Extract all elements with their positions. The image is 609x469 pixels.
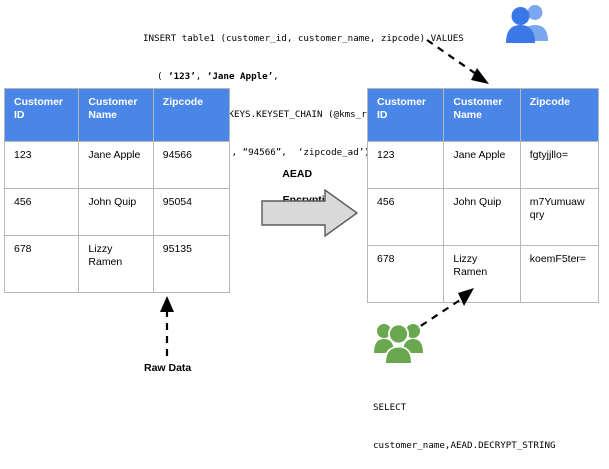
column-header-customer-id-line2: ID	[377, 109, 388, 121]
cell-customer-name-line1: Lizzy	[453, 253, 478, 265]
cell-zipcode: 94566	[152, 141, 231, 189]
arrow-insert-to-encrypted-table	[425, 38, 495, 95]
arrow-raw-data-to-table	[155, 296, 179, 363]
column-header-customer-name-line1: Customer	[453, 96, 503, 108]
column-header-customer-name-line2: Name	[453, 109, 482, 121]
insert-sql-line-2-separator: ,	[195, 70, 207, 82]
transform-label-line1: AEAD	[282, 168, 313, 180]
cell-customer-name-line2: Ramen	[453, 266, 488, 278]
select-sql-statement: SELECT customer_name,AEAD.DECRYPT_STRING…	[373, 377, 556, 469]
column-header-zipcode: Zipcode	[152, 88, 231, 142]
column-header-customer-id-line2: ID	[14, 109, 25, 121]
column-header-customer-id-line1: Customer	[14, 96, 64, 108]
cell-customer-id: 123	[3, 141, 80, 189]
table-row: 456 John Quip 95054	[3, 188, 231, 236]
cell-customer-id: 456	[366, 188, 445, 246]
people-group-icon-blue	[505, 2, 549, 49]
insert-sql-literal-customer-id: ‘123’	[168, 70, 196, 82]
column-header-customer-id-line1: Customer	[377, 96, 427, 108]
cell-customer-id: 456	[3, 188, 80, 236]
cell-customer-name: Jane Apple	[443, 141, 521, 189]
cell-zipcode: 95054	[152, 188, 231, 236]
select-sql-line-2: customer_name,AEAD.DECRYPT_STRING	[373, 439, 556, 451]
cell-zipcode-encrypted-line2: qry	[529, 209, 545, 221]
cell-customer-name: Jane Apple	[78, 141, 154, 189]
cell-customer-id: 678	[3, 235, 80, 293]
select-sql-line-1: SELECT	[373, 402, 407, 414]
cell-customer-name-line1: Lizzy	[88, 243, 113, 255]
column-header-zipcode: Zipcode	[519, 88, 600, 142]
raw-data-label: Raw Data	[144, 362, 192, 374]
arrow-select-to-encrypted-table	[408, 288, 480, 341]
table-row: 123 Jane Apple 94566	[3, 141, 231, 189]
insert-sql-line-1: INSERT table1 (customer_id, customer_nam…	[143, 33, 464, 45]
cell-customer-id: 123	[366, 141, 445, 189]
cell-zipcode-encrypted: fgtyjjllo=	[519, 141, 600, 189]
insert-sql-line-2: ( ‘123’, ‘Jane Apple’,	[143, 71, 464, 84]
insert-sql-line-2-suffix: ,	[273, 70, 279, 82]
insert-sql-line-2-prefix: (	[157, 70, 169, 82]
cell-customer-name: John Quip	[443, 188, 521, 246]
cell-zipcode: 95135	[152, 235, 231, 293]
cell-customer-name-line2: Ramen	[88, 256, 123, 268]
cell-customer-name: John Quip	[78, 188, 154, 236]
table-row: 123 Jane Apple fgtyjjllo=	[366, 141, 600, 189]
cell-customer-id: 678	[366, 245, 445, 303]
column-header-customer-name-line2: Name	[88, 109, 117, 121]
column-header-customer-name-line1: Customer	[88, 96, 138, 108]
cell-zipcode-encrypted-line1: m7Yumuaw	[529, 196, 585, 208]
people-group-icon-green	[374, 320, 424, 371]
aead-encryption-block-arrow	[261, 188, 359, 242]
cell-zipcode-encrypted: koemF5ter=	[519, 245, 600, 303]
insert-sql-literal-customer-name: ‘Jane Apple’	[206, 70, 274, 82]
